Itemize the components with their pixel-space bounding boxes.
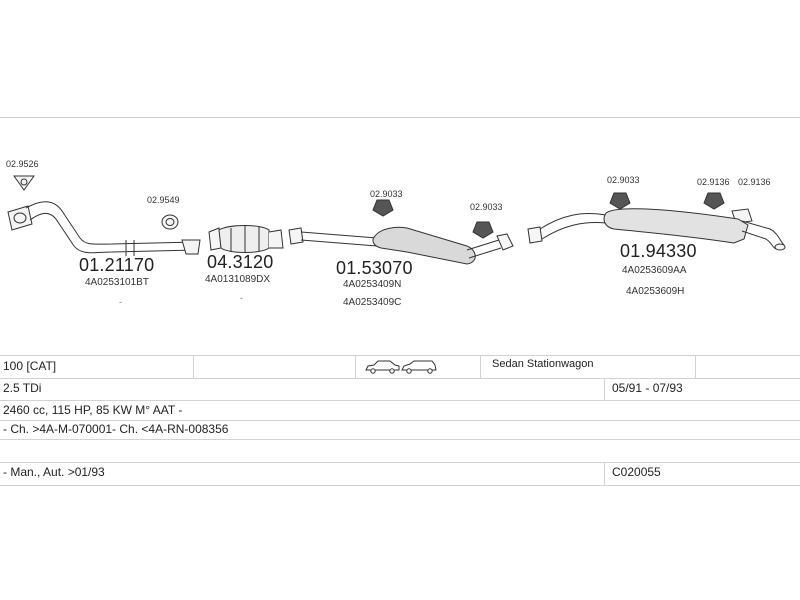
table-border (0, 355, 800, 356)
accessory-code[interactable]: 02.9033 (470, 202, 503, 212)
table-divider (355, 355, 356, 378)
engine-specs: 2460 cc, 115 HP, 85 KW M° AAT - (3, 403, 183, 417)
part-reference: 4A0253609AA (622, 265, 687, 276)
table-border (0, 485, 800, 486)
accessory-code[interactable]: 02.9136 (738, 177, 771, 187)
part-reference: 4A0253101BT (85, 277, 149, 288)
catalytic-converter-icon[interactable] (205, 220, 287, 260)
front-pipe-icon[interactable] (0, 160, 210, 270)
accessory-code[interactable]: 02.9549 (147, 195, 180, 205)
transmission: - Man., Aut. >01/93 (3, 465, 105, 479)
accessory-code[interactable]: 02.9033 (607, 175, 640, 185)
table-divider (604, 378, 605, 400)
accessory-code[interactable]: 02.9526 (6, 159, 39, 169)
exhaust-diagram: 02.9526 02.9549 02.9033 02.9033 02.9033 … (0, 117, 800, 308)
table-divider (193, 355, 194, 378)
accessory-code[interactable]: 02.9033 (370, 189, 403, 199)
table-border (0, 378, 800, 379)
middle-silencer-icon[interactable] (285, 180, 530, 270)
part-number[interactable]: 01.21170 (79, 255, 155, 275)
separator: - (119, 297, 122, 307)
car-body-icon (365, 360, 437, 374)
part-number[interactable]: 04.3120 (207, 252, 274, 272)
chassis-range: - Ch. >4A-M-070001- Ch. <4A-RN-008356 (3, 422, 229, 436)
body-types: Sedan Stationwagon (492, 358, 594, 370)
table-border (0, 400, 800, 401)
part-number[interactable]: 01.53070 (336, 258, 413, 278)
table-border (0, 420, 800, 421)
model-name: 100 [CAT] (3, 359, 57, 373)
table-divider (480, 355, 481, 378)
part-reference: 4A0253409C (343, 297, 402, 308)
production-years: 05/91 - 07/93 (612, 381, 683, 395)
table-divider (695, 355, 696, 378)
separator: - (240, 293, 243, 303)
catalog-code: C020055 (612, 465, 661, 479)
diagram-top-border (0, 117, 800, 118)
part-reference: 4A0253409N (343, 279, 402, 290)
rear-silencer-icon[interactable] (522, 165, 792, 255)
accessory-code[interactable]: 02.9136 (697, 177, 730, 187)
table-border (0, 462, 800, 463)
engine-name: 2.5 TDi (3, 381, 42, 395)
table-border (0, 439, 800, 440)
part-reference: 4A0131089DX (205, 274, 271, 285)
part-number[interactable]: 01.94330 (620, 241, 697, 261)
table-divider (604, 462, 605, 485)
part-reference: 4A0253609H (626, 286, 685, 297)
